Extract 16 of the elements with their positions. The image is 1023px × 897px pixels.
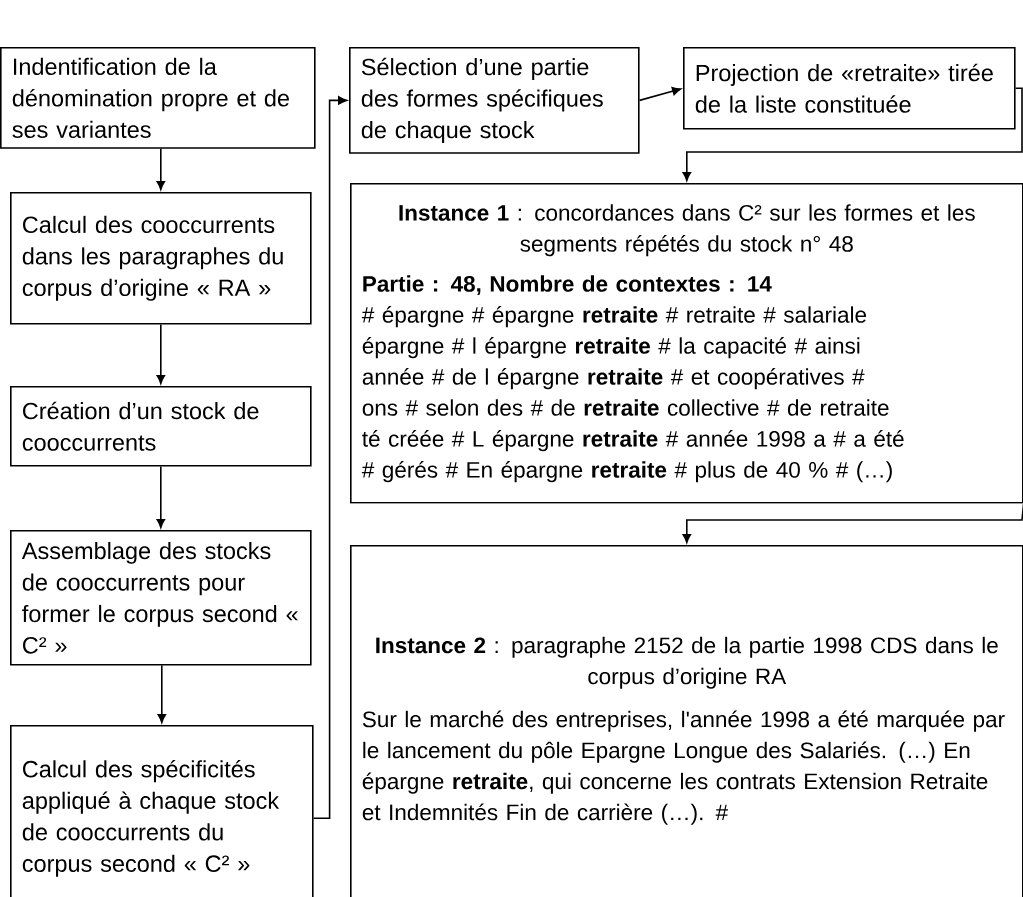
process-box: Sélection d’une partie des formes spécifiques de chaque stock <box>349 47 640 154</box>
arrow <box>156 148 166 191</box>
paragraph-box: Instance 2 : paragraphe 2152 de la partie 1998 CDS dans le corpus d’origine RA Sur le marché des entreprises, l'année 1998 a été marquée par le lancement du pôle Epargne Longue des Salariés. (…) En épargne retraite, qui concerne les contrats Extension Retraite et Indemnités Fin de carrière (…). # <box>350 545 1023 897</box>
process-box: Calcul des cooccurrents dans les paragraphes du corpus d’origine « RA » <box>10 192 312 325</box>
arrow <box>682 87 1023 182</box>
arrow <box>312 96 348 820</box>
arrow <box>157 664 167 724</box>
process-box: Indentification de la dénomination propre et de ses variantes <box>0 47 316 149</box>
process-box: Projection de «retraite» tirée de la liste constituée <box>683 47 1016 130</box>
concordance-box: Instance 1 : concordances dans C² sur les formes et les segments répétés du stock n° 48 Partie : 48, Nombre de contextes : 14 # épargne # épargne retraite # retraite # salariale épargne # l épargne retraite # la capacité # ainsi année # de l épargne retraite # et coopératives # ons # selon des # de retraite collective # de retraite té créée # L épargne retraite # année 1998 a # a été # gérés # En épargne retraite # plus de 40 % # (…) <box>350 183 1023 504</box>
process-box: Calcul des spécificités appliqué à chaque stock de cooccurrents du corpus second « C² » <box>10 725 314 897</box>
process-box: Assemblage des stocks de cooccurrents pour former le corpus second « C² » <box>10 530 312 666</box>
process-box: Création d’un stock de cooccurrents <box>10 386 312 467</box>
arrow <box>156 465 166 529</box>
arrow <box>638 86 682 102</box>
arrow <box>156 323 166 385</box>
